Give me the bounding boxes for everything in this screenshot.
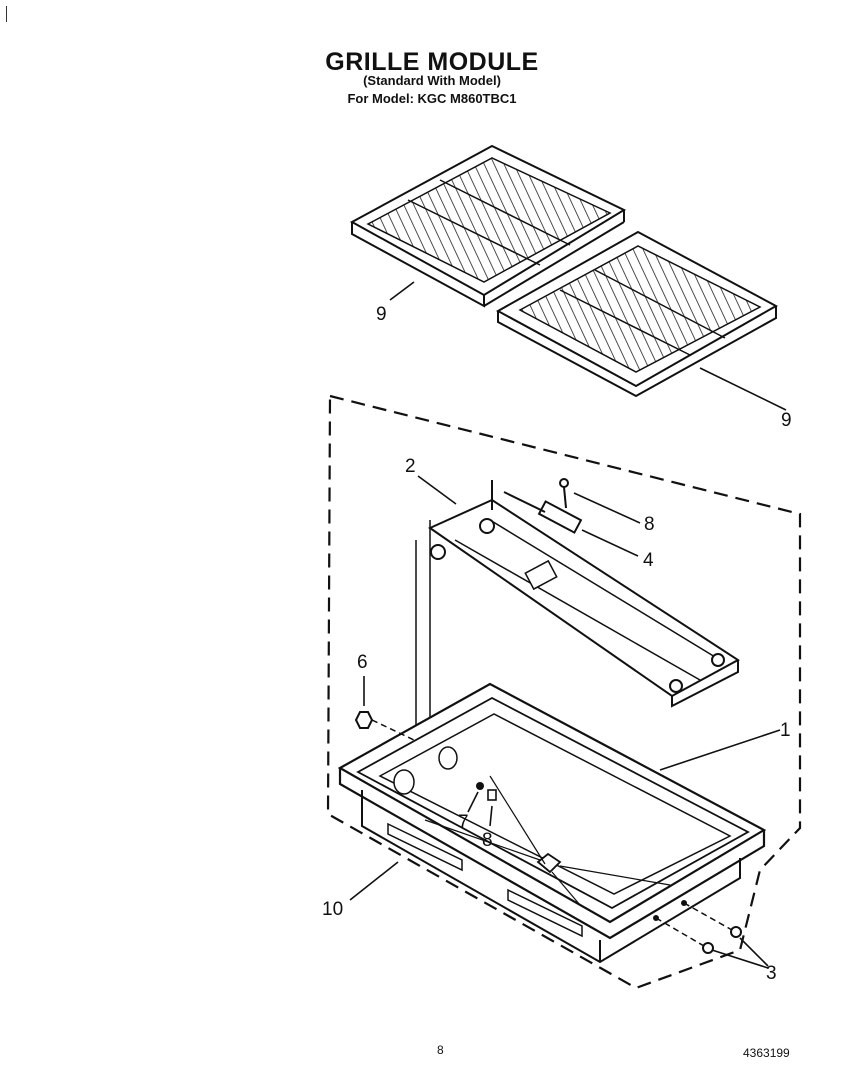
screw-top <box>559 478 569 509</box>
callout-shroud: 10 <box>322 899 343 920</box>
corner-mark <box>6 6 7 22</box>
callout-screw-top: 8 <box>644 514 655 535</box>
page-subtitle: (Standard With Model) <box>363 73 501 88</box>
callout-screws-front: 3 <box>766 963 777 984</box>
page-number: 8 <box>437 1043 444 1057</box>
document-number: 4363199 <box>743 1046 790 1060</box>
callout-grate-right: 9 <box>781 410 792 431</box>
grate-right <box>495 230 779 398</box>
page-title: GRILLE MODULE <box>325 48 539 76</box>
callout-nut-left: 6 <box>357 652 368 673</box>
grate-left <box>349 144 627 308</box>
callout-element-end: 4 <box>643 550 654 571</box>
clip-and-screw <box>476 782 497 801</box>
nut-left <box>354 711 415 741</box>
callout-grate-left: 9 <box>376 304 387 325</box>
leader-lines <box>349 281 787 969</box>
callout-pan: 1 <box>780 720 791 741</box>
module-outline <box>326 394 802 990</box>
element-end-terminal <box>503 491 583 534</box>
callout-clip: 7 <box>458 812 469 833</box>
callout-element-assembly: 2 <box>405 456 416 477</box>
front-screws <box>655 902 742 954</box>
model-line: For Model: KGC M860TBC1 <box>347 91 517 106</box>
grille-pan <box>337 682 767 964</box>
callout-screw-bottom: 8 <box>482 830 493 851</box>
